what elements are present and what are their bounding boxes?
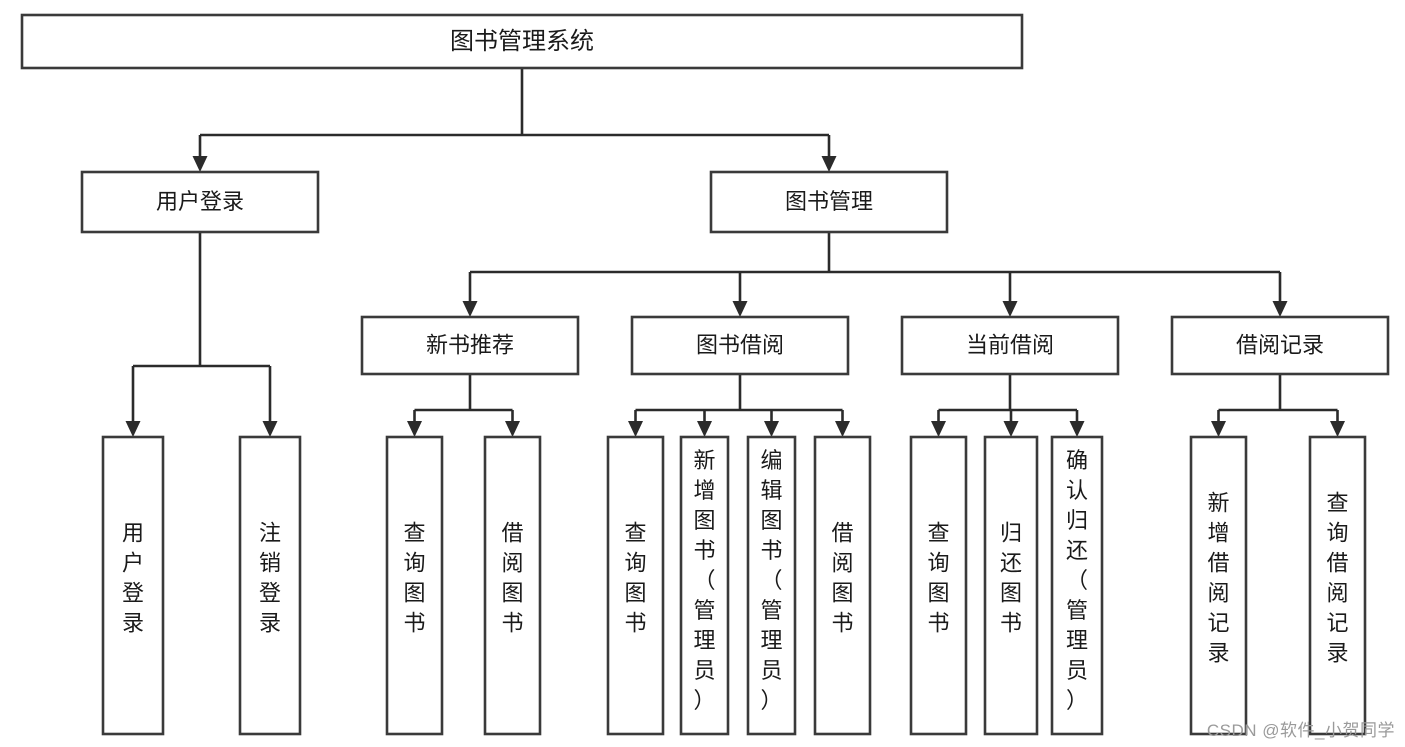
leaf-node-3[interactable]: 借阅图书 — [483, 435, 542, 736]
bookmgmt-to-level2-arrow-1 — [732, 301, 748, 317]
level2-node-1-label: 图书借阅 — [696, 332, 784, 357]
leaf-node-2[interactable]: 查询图书 — [385, 435, 444, 736]
level2-1-to-leaves-arrow-2 — [764, 421, 779, 437]
leaf-node-0-box[interactable] — [101, 435, 165, 736]
root-node-book-management-system[interactable]: 图书管理系统 — [20, 13, 1024, 70]
level2-node-2-box[interactable] — [900, 315, 1120, 376]
bookmgmt-to-level2-arrow-0 — [462, 301, 478, 317]
leaf-node-2-box[interactable] — [385, 435, 444, 736]
leaf-node-12[interactable]: 查询借阅记录 — [1308, 435, 1367, 736]
leaf-node-12-label: 查询借阅记录 — [1326, 491, 1348, 666]
leaf-node-7[interactable]: 借阅图书 — [813, 435, 872, 736]
level1-node-0-label: 用户登录 — [156, 189, 244, 214]
leaf-node-11-box[interactable] — [1189, 435, 1248, 736]
leaf-node-10-label: 确认归还（管理员） — [1066, 448, 1088, 713]
level2-2-to-leaves-arrow-2 — [1069, 421, 1085, 437]
leaf-node-1-box[interactable] — [238, 435, 302, 736]
leaf-node-4-label: 查询图书 — [624, 521, 646, 636]
leaf-node-8[interactable]: 查询图书 — [909, 435, 968, 736]
leaf-node-0[interactable]: 用户登录 — [101, 435, 165, 736]
bookmgmt-to-level2-arrow-2 — [1002, 301, 1018, 317]
leaf-node-11-label: 新增借阅记录 — [1207, 491, 1229, 666]
connector-layer — [125, 68, 1345, 437]
leaf-node-5-box[interactable] — [679, 435, 730, 736]
level1-node-1[interactable]: 图书管理 — [709, 170, 949, 234]
leaf-node-5-label: 新增图书（管理员） — [693, 448, 715, 713]
node-layer: 图书管理系统用户登录图书管理新书推荐图书借阅当前借阅借阅记录用户登录注销登录查询… — [20, 13, 1390, 736]
leaf-node-7-box[interactable] — [813, 435, 872, 736]
level2-node-2[interactable]: 当前借阅 — [900, 315, 1120, 376]
level2-0-to-leaves-arrow-0 — [407, 421, 422, 437]
leaf-node-5[interactable]: 新增图书（管理员） — [679, 435, 730, 736]
level1-node-0-box[interactable] — [80, 170, 320, 234]
level2-2-to-leaves-arrow-0 — [931, 421, 946, 437]
root-to-level1-arrow-1 — [821, 156, 837, 172]
leaf-node-2-label: 查询图书 — [403, 521, 425, 636]
leaf-node-3-box[interactable] — [483, 435, 542, 736]
leaf-node-9-label: 归还图书 — [1000, 521, 1022, 636]
leaf-node-9-box[interactable] — [983, 435, 1039, 736]
level2-node-1-box[interactable] — [630, 315, 850, 376]
root-node-book-management-system-box[interactable] — [20, 13, 1024, 70]
leaf-node-6-label: 编辑图书（管理员） — [760, 448, 782, 713]
leaf-node-1-label: 注销登录 — [259, 521, 281, 636]
leaf-node-1[interactable]: 注销登录 — [238, 435, 302, 736]
level2-node-3-label: 借阅记录 — [1236, 332, 1324, 357]
leaf-node-12-box[interactable] — [1308, 435, 1367, 736]
leaf-node-3-label: 借阅图书 — [501, 521, 523, 636]
userlogin-to-leaves-arrow-0 — [125, 421, 141, 437]
level2-node-0-box[interactable] — [360, 315, 580, 376]
level2-node-0[interactable]: 新书推荐 — [360, 315, 580, 376]
root-node-book-management-system-label: 图书管理系统 — [450, 28, 594, 55]
level1-node-1-box[interactable] — [709, 170, 949, 234]
leaf-node-10-box[interactable] — [1050, 435, 1104, 736]
level2-1-to-leaves-arrow-0 — [628, 421, 643, 437]
level2-2-to-leaves-arrow-1 — [1003, 421, 1019, 437]
root-to-level1-arrow-0 — [192, 156, 208, 172]
bookmgmt-to-level2-arrow-3 — [1272, 301, 1288, 317]
level1-node-1-label: 图书管理 — [785, 189, 873, 214]
level2-node-2-label: 当前借阅 — [966, 332, 1054, 357]
level2-node-1[interactable]: 图书借阅 — [630, 315, 850, 376]
leaf-node-0-label: 用户登录 — [122, 521, 144, 636]
leaf-node-4[interactable]: 查询图书 — [606, 435, 665, 736]
level2-node-3-box[interactable] — [1170, 315, 1390, 376]
level2-node-0-label: 新书推荐 — [426, 332, 514, 357]
leaf-node-10[interactable]: 确认归还（管理员） — [1050, 435, 1104, 736]
userlogin-to-leaves-arrow-1 — [262, 421, 278, 437]
leaf-node-11[interactable]: 新增借阅记录 — [1189, 435, 1248, 736]
level2-1-to-leaves-arrow-1 — [697, 421, 712, 437]
leaf-node-6[interactable]: 编辑图书（管理员） — [746, 435, 797, 736]
watermark-text: CSDN @软件_小贺同学 — [1206, 721, 1395, 740]
leaf-node-9[interactable]: 归还图书 — [983, 435, 1039, 736]
level2-node-3[interactable]: 借阅记录 — [1170, 315, 1390, 376]
level1-node-0[interactable]: 用户登录 — [80, 170, 320, 234]
level2-3-to-leaves-arrow-1 — [1330, 421, 1345, 437]
level2-0-to-leaves-arrow-1 — [505, 421, 520, 437]
leaf-node-6-box[interactable] — [746, 435, 797, 736]
leaf-node-7-label: 借阅图书 — [831, 521, 853, 636]
leaf-node-4-box[interactable] — [606, 435, 665, 736]
leaf-node-8-label: 查询图书 — [927, 521, 949, 636]
level2-3-to-leaves-arrow-0 — [1211, 421, 1226, 437]
level2-1-to-leaves-arrow-3 — [835, 421, 850, 437]
leaf-node-8-box[interactable] — [909, 435, 968, 736]
